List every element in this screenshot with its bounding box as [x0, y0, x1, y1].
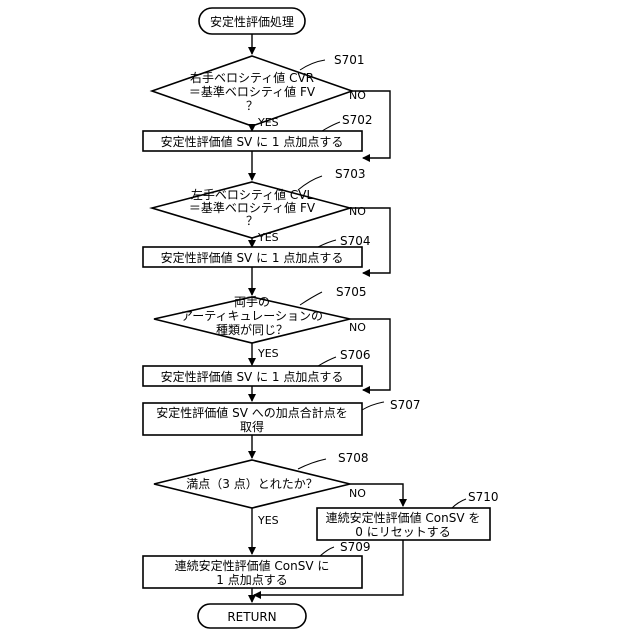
- s710-step-label: S710: [468, 490, 499, 504]
- end-terminal: RETURN: [198, 604, 306, 628]
- decision-s708: 満点（3 点）とれたか？: [154, 460, 350, 508]
- s701-line-2: ＝基準ベロシティ値 FV: [189, 84, 316, 99]
- s702-leader: [322, 122, 340, 131]
- s709-leader: [320, 547, 334, 556]
- s704-text: 安定性評価値 SV に 1 点加点する: [161, 250, 344, 265]
- end-label: RETURN: [227, 610, 276, 624]
- s708-step-label: S708: [338, 451, 369, 465]
- s701-yes-label: YES: [257, 116, 279, 129]
- s706-step-label: S706: [340, 348, 371, 362]
- s705-leader: [300, 292, 322, 305]
- s708-no-label: NO: [349, 487, 366, 500]
- decision-s705: 両手の アーティキュレーションの 種類が同じ？: [154, 295, 350, 343]
- process-s704: 安定性評価値 SV に 1 点加点する: [143, 247, 362, 267]
- start-label: 安定性評価処理: [210, 14, 294, 29]
- s704-step-label: S704: [340, 234, 371, 248]
- s701-step-label: S701: [334, 53, 365, 67]
- s702-text: 安定性評価値 SV に 1 点加点する: [161, 134, 344, 149]
- s704-leader: [318, 240, 336, 247]
- s702-step-label: S702: [342, 113, 373, 127]
- s710-line-1: 連続安定性評価値 ConSV を: [326, 510, 481, 525]
- s703-yes-label: YES: [257, 231, 279, 244]
- s701-leader: [300, 60, 325, 70]
- process-s702: 安定性評価値 SV に 1 点加点する: [143, 131, 362, 151]
- s701-no-label: NO: [349, 89, 366, 102]
- s706-text: 安定性評価値 SV に 1 点加点する: [161, 369, 344, 384]
- s701-line-3: ？: [246, 99, 258, 113]
- s709-line-2: 1 点加点する: [216, 573, 287, 587]
- process-s707: 安定性評価値 SV への加点合計点を 取得: [143, 403, 362, 435]
- s705-line-1: 両手の: [234, 295, 270, 309]
- process-s706: 安定性評価値 SV に 1 点加点する: [143, 366, 362, 386]
- s710-line-2: 0 にリセットする: [355, 525, 450, 539]
- s705-line-2: アーティキュレーションの: [181, 309, 323, 323]
- s703-line-1: 左手ベロシティ値 CVL: [191, 187, 314, 202]
- s705-line-3: 種類が同じ？: [216, 322, 288, 337]
- s701-line-1: 右手ベロシティ値 CVR: [190, 70, 314, 85]
- s707-line-2: 取得: [240, 419, 264, 434]
- process-s709: 連続安定性評価値 ConSV に 1 点加点する: [143, 556, 362, 588]
- s707-leader: [362, 402, 384, 410]
- s708-leader: [298, 459, 326, 469]
- s705-no-label: NO: [349, 321, 366, 334]
- process-s710: 連続安定性評価値 ConSV を 0 にリセットする: [317, 508, 490, 540]
- s708-yes-label: YES: [257, 514, 279, 527]
- s705-yes-label: YES: [257, 347, 279, 360]
- decision-s703: 左手ベロシティ値 CVL ＝基準ベロシティ値 FV ？: [152, 182, 350, 238]
- s706-leader: [318, 357, 336, 366]
- s707-step-label: S707: [390, 398, 421, 412]
- s709-step-label: S709: [340, 540, 371, 554]
- s703-line-2: ＝基準ベロシティ値 FV: [189, 200, 316, 215]
- start-terminal: 安定性評価処理: [199, 8, 305, 34]
- s703-step-label: S703: [335, 167, 366, 181]
- s703-line-3: ？: [246, 214, 258, 228]
- decision-s701: 右手ベロシティ値 CVR ＝基準ベロシティ値 FV ？: [152, 56, 352, 126]
- s707-line-1: 安定性評価値 SV への加点合計点を: [156, 405, 347, 420]
- s710-leader: [452, 499, 466, 508]
- s709-line-1: 連続安定性評価値 ConSV に: [175, 558, 330, 573]
- s708-text: 満点（3 点）とれたか？: [186, 477, 317, 491]
- s705-step-label: S705: [336, 285, 367, 299]
- s703-no-label: NO: [349, 205, 366, 218]
